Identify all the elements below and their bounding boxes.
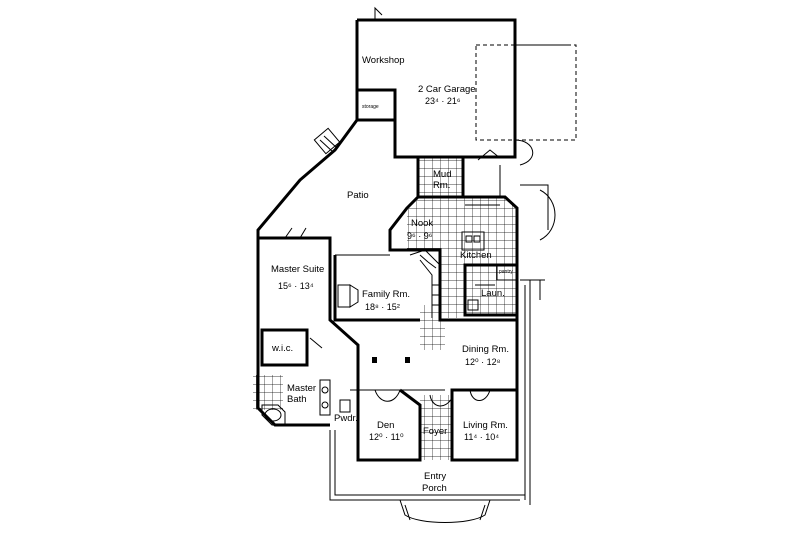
label-wic: w.i.c. [271, 343, 293, 354]
label-foyer: Foyer [423, 426, 447, 437]
label-family: Family Rm. [362, 289, 410, 300]
dim-garage: 23⁴ · 21⁶ [425, 96, 461, 106]
laundry-walls [463, 263, 519, 317]
label-mud: Mud [433, 169, 451, 180]
living-room-walls [450, 388, 519, 462]
label-master-suite: Master Suite [271, 264, 324, 275]
dim-living: 11⁴ · 10⁴ [464, 432, 499, 442]
dim-nook: 9⁶ · 9⁶ [407, 231, 433, 241]
label-den: Den [377, 420, 394, 431]
label-master-bath: Master [287, 383, 316, 394]
label-pantry: pantry [499, 269, 513, 275]
label-patio: Patio [347, 190, 369, 201]
label-dining: Dining Rm. [462, 344, 509, 355]
label-kitchen: Kitchen [460, 250, 492, 261]
label-entry: Entry [424, 471, 446, 482]
dim-master-suite: 15⁶ · 13⁴ [278, 281, 314, 291]
wic-walls [260, 328, 323, 367]
dim-family: 18⁸ · 15² [365, 302, 400, 312]
label-living: Living Rm. [463, 420, 508, 431]
label-laun: Laun. [481, 288, 505, 299]
room-labels: Workshop 2 Car Garage 23⁴ · 21⁶ storage … [271, 55, 513, 494]
label-workshop: Workshop [362, 55, 405, 66]
label-pwdr: Pwdr. [334, 413, 358, 424]
garage-walls [355, 6, 577, 166]
family-room-walls [333, 254, 420, 322]
stair [409, 249, 441, 320]
label-master-bath-2: Bath [287, 394, 307, 405]
label-garage: 2 Car Garage [418, 84, 476, 95]
label-storage: storage [362, 104, 379, 110]
patio-outline [256, 119, 359, 245]
entry-porch [329, 279, 545, 523]
dim-den: 12⁰ · 11⁰ [369, 432, 404, 442]
label-entry-2: Porch [422, 483, 447, 494]
label-mud-2: Rm. [433, 180, 450, 191]
master-bath-walls [256, 370, 351, 427]
dim-dining: 12⁰ · 12⁸ [465, 357, 501, 367]
label-nook: Nook [411, 218, 433, 229]
